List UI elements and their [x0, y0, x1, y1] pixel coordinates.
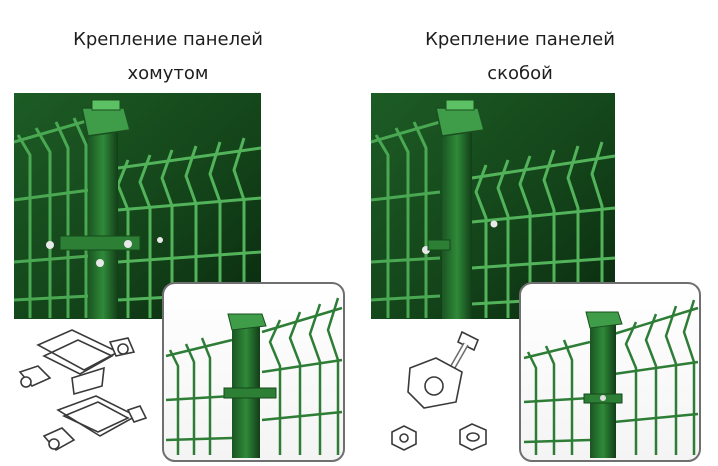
- photo-bracket-mount: [370, 93, 616, 319]
- caption-bracket-line1: Крепление панелей: [425, 29, 615, 50]
- photo-clamp-mount: [13, 93, 262, 319]
- caption-clamp-line1: Крепление панелей: [73, 29, 263, 50]
- caption-clamp-line2: хомутом: [127, 63, 209, 84]
- caption-bracket-line2: скобой: [487, 63, 553, 84]
- clamp-parts-drawing: [18, 329, 148, 452]
- bracket-parts-drawing: [391, 330, 487, 451]
- caption-clamp-mount: Крепление панелей хомутом: [48, 23, 288, 91]
- inset-clamp-detail: [162, 282, 345, 462]
- caption-bracket-mount: Крепление панелей скобой: [400, 23, 640, 91]
- inset-bracket-detail: [519, 282, 701, 462]
